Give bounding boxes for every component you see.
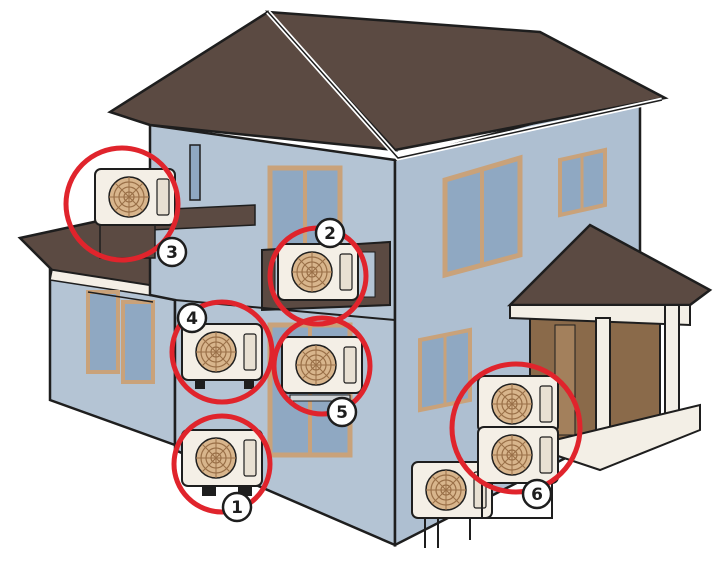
number-badge-label-5: 5 (336, 403, 348, 423)
number-badge-5 (326, 396, 358, 428)
balcony-unit (277, 243, 359, 301)
number-badge-4 (176, 302, 208, 334)
rack-mounted-unit (281, 336, 363, 402)
number-badge-label-1: 1 (231, 498, 243, 518)
number-badge-1 (221, 491, 253, 523)
air-conditioner-outdoor-unit-icon (94, 168, 176, 226)
marker-layer: 1 2 3 4 5 6 (63, 145, 583, 523)
number-badge-2 (314, 217, 346, 249)
ground-unit-front (181, 429, 263, 496)
wall-mounted-unit (181, 323, 263, 389)
highlight-circle-6 (449, 361, 583, 495)
highlight-circle-3 (63, 145, 181, 263)
number-badge-3 (156, 236, 188, 268)
stacked-units (477, 375, 559, 519)
highlight-circle-5 (271, 315, 373, 417)
number-badge-label-2: 2 (324, 224, 336, 244)
number-badge-6 (521, 478, 553, 510)
main-roof (107, 10, 669, 161)
roof-mounted-unit (94, 168, 176, 259)
left-extension (17, 216, 184, 447)
number-badge-label-6: 6 (531, 485, 543, 505)
highlight-circle-4 (169, 299, 275, 405)
ground-unit-side (411, 461, 493, 548)
number-badge-label-3: 3 (166, 243, 178, 263)
highlight-circle-1 (171, 413, 273, 515)
number-badge-label-4: 4 (186, 309, 198, 329)
